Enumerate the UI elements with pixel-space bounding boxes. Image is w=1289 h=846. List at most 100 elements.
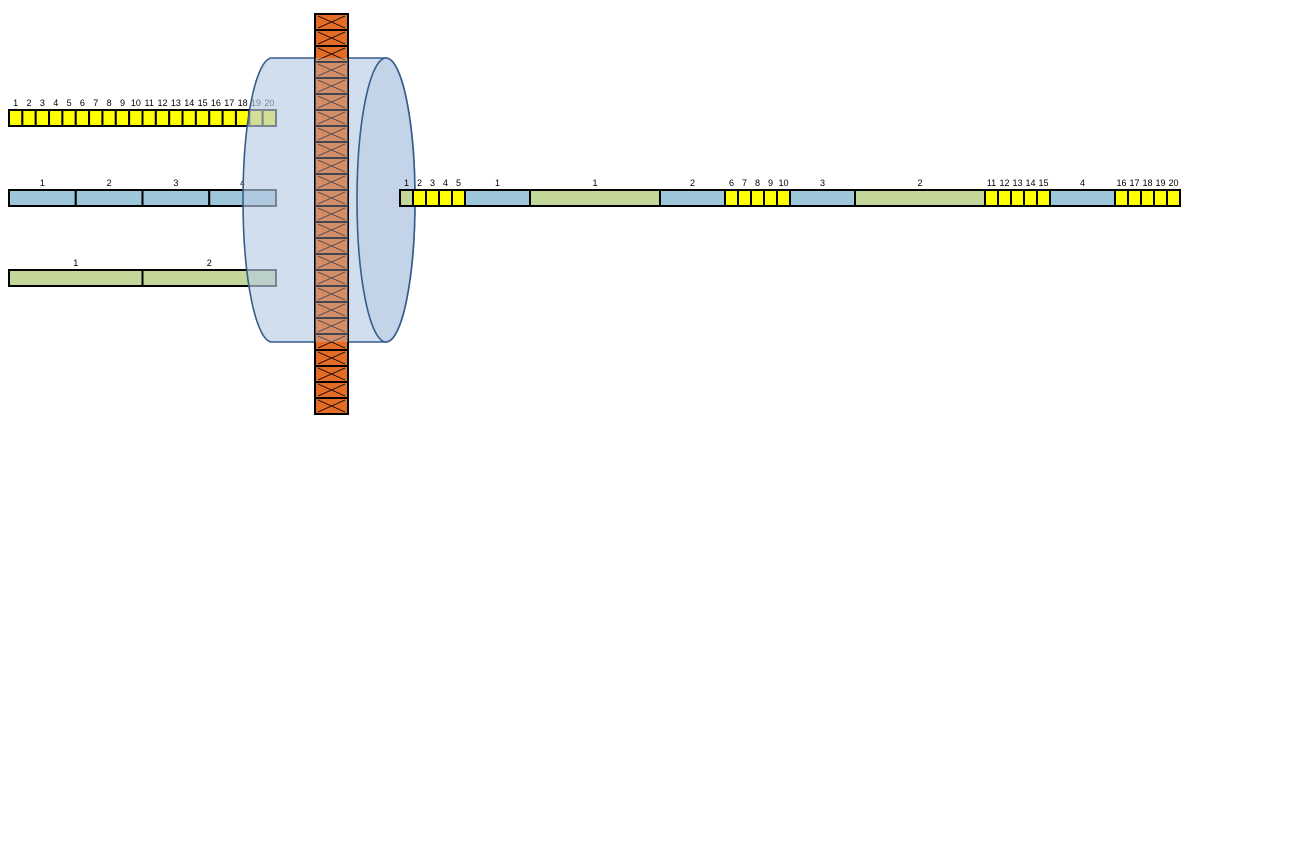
output-yellow-cell [425,189,440,207]
output-green-label: 2 [917,178,922,188]
input-green-label: 1 [73,258,78,268]
input-yellow-label: 14 [184,98,194,108]
input-yellow-label: 16 [211,98,221,108]
output-blue-label: 1 [495,178,500,188]
output-yellow-label: 7 [742,178,747,188]
column-cell-cross [317,287,346,301]
input-rows: 1234567891011121314151617181920123412 [8,98,277,287]
output-segment-blue: 1 [464,178,531,207]
column-cell-cross [317,383,346,397]
column-cell-cross [317,271,346,285]
output-yellow-label: 11 [987,178,996,188]
column-cell-cross [317,191,346,205]
crossed-boxes-column [314,13,349,415]
output-yellow-cell [1166,189,1181,207]
input-yellow-label: 11 [145,98,154,108]
output-blue-cell [1049,189,1116,207]
input-yellow-label: 2 [27,98,32,108]
input-yellow-label: 17 [224,98,234,108]
input-yellow-label: 13 [171,98,181,108]
output-blue-cell [464,189,531,207]
input-yellow-cell [61,109,77,127]
input-blue-cell [74,189,144,207]
output-yellow-label: 18 [1142,178,1152,188]
input-blue-cell [8,189,77,207]
output-yellow-cell [1153,189,1168,207]
input-yellow-cell [181,109,197,127]
output-yellow-label: 6 [729,178,734,188]
output-yellow-label: 15 [1038,178,1048,188]
input-yellow-cell [101,109,117,127]
input-yellow-cell [128,109,144,127]
input-yellow-label: 7 [93,98,98,108]
column-cell [314,45,349,63]
input-yellow-cell [34,109,51,127]
output-yellow-cell [399,189,414,207]
output-yellow-label: 8 [755,178,760,188]
output-yellow-cell [1114,189,1129,207]
output-blue-cell [659,189,726,207]
input-yellow-label: 15 [198,98,208,108]
column-cell-cross [317,351,346,365]
output-yellow-label: 9 [768,178,773,188]
input-yellow-cell [88,109,104,127]
column-cell-cross [317,111,346,125]
column-cell [314,397,349,415]
output-green-label: 1 [592,178,597,188]
output-green-cell [529,189,661,207]
input-yellow-cell [154,109,171,127]
column-cell [314,109,349,127]
output-yellow-cell [1140,189,1155,207]
output-yellow-label: 5 [456,178,461,188]
output-yellow-cell [1036,189,1051,207]
output-yellow-cell [438,189,453,207]
input-blue-cell [141,189,211,207]
input-yellow-cell [221,109,237,127]
input-yellow-cell [194,109,211,127]
output-yellow-cell [750,189,765,207]
input-yellow-cell [48,109,64,127]
input-yellow-label: 8 [107,98,112,108]
input-yellow-cell [8,109,24,127]
column-cell-cross [317,127,346,141]
output-green-cell [854,189,986,207]
output-segment-blue: 4 [1049,178,1116,207]
output-yellow-cell [737,189,752,207]
input-yellow-label: 3 [40,98,45,108]
column-cell-cross [317,63,346,77]
output-blue-label: 2 [690,178,695,188]
input-yellow-label: 1 [13,98,18,108]
column-cell [314,77,349,95]
input-yellow-cell [208,109,224,127]
column-cell-cross [317,223,346,237]
output-segment-green: 1 [529,178,661,207]
input-blue-label: 3 [173,178,178,188]
input-green-label: 2 [207,258,212,268]
output-yellow-label: 14 [1025,178,1035,188]
output-yellow-cell [1010,189,1025,207]
input-yellow-cell [21,109,37,127]
column-cell-cross [317,335,346,349]
input-yellow-label: 6 [80,98,85,108]
input-blue-label: 2 [107,178,112,188]
column-cell [314,205,349,223]
input-yellow-cell [114,109,131,127]
column-cell-cross [317,15,346,29]
column-cell-cross [317,95,346,109]
input-green-cell [8,269,144,287]
input-blue-label: 1 [40,178,45,188]
output-yellow-label: 3 [430,178,435,188]
column-cell [314,13,349,31]
output-yellow-cell [1127,189,1142,207]
input-yellow-label: 18 [238,98,248,108]
column-cell-cross [317,79,346,93]
column-cell-cross [317,207,346,221]
cylinder-overlap-tint [315,58,348,342]
column-cell-cross [317,159,346,173]
output-yellow-cell [724,189,739,207]
